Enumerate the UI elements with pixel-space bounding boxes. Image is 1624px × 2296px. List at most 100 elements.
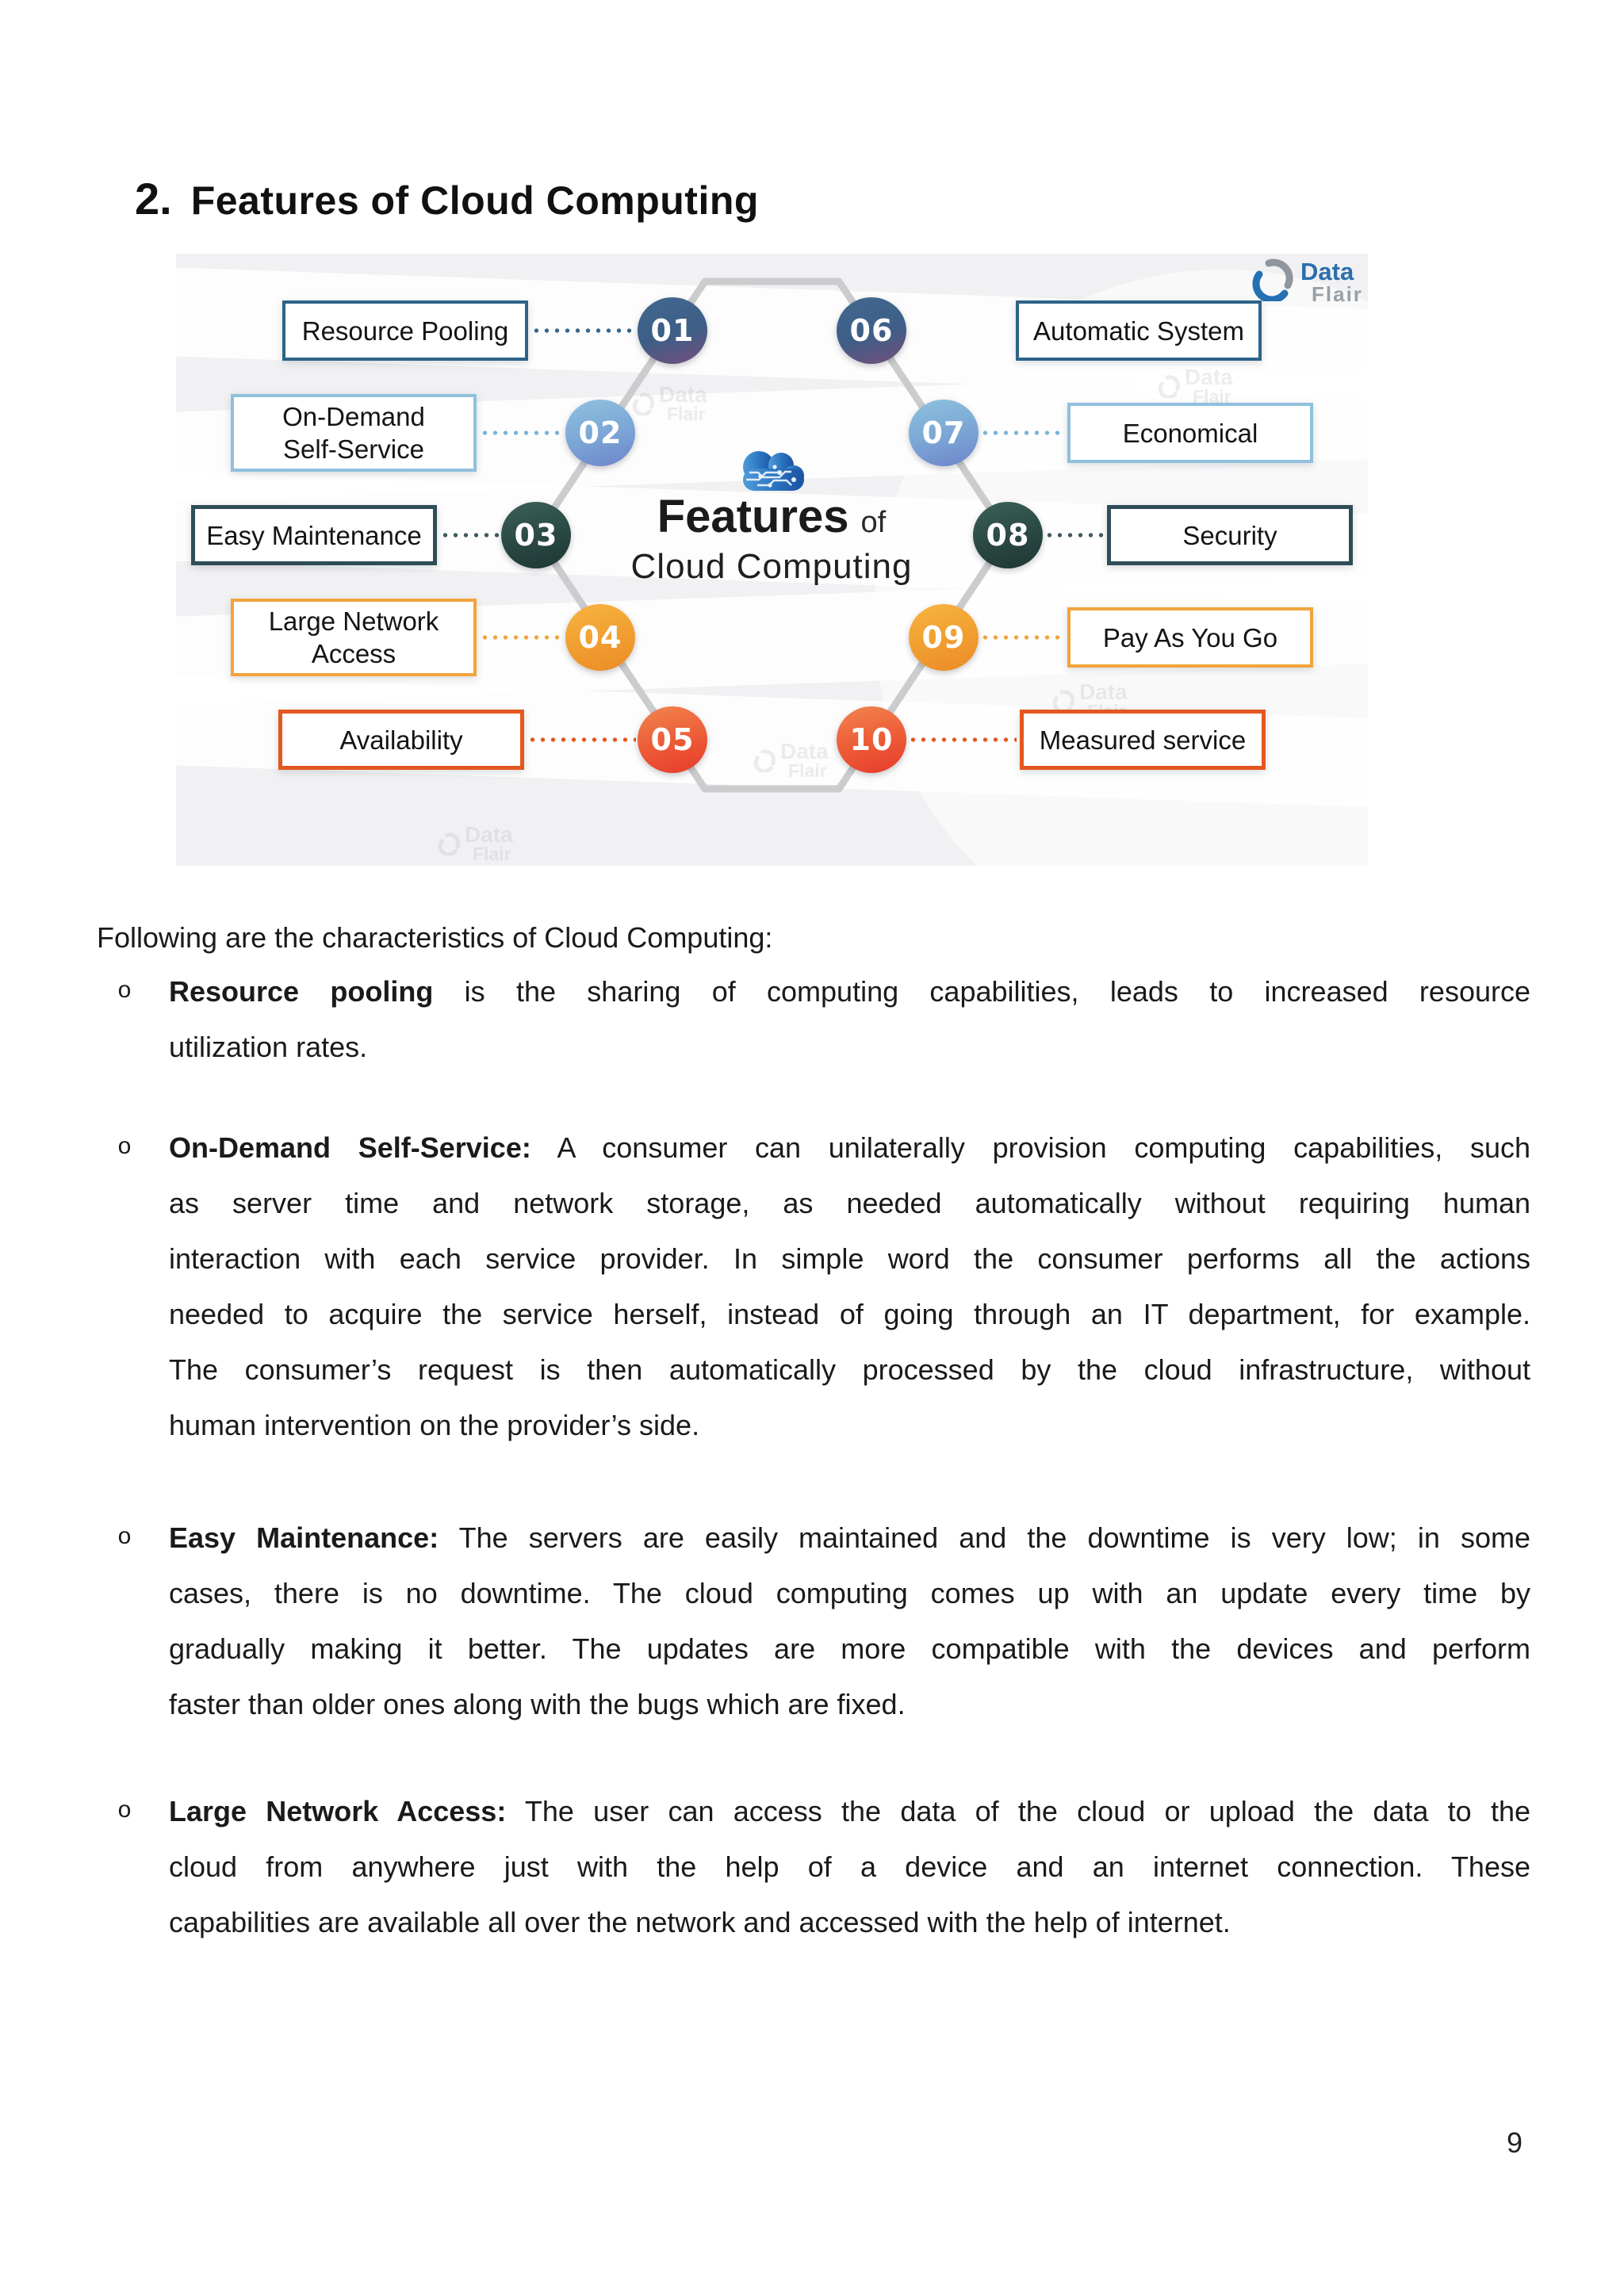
bullet-marker: o [117,1135,132,1161]
bullet-line: cases, there is no downtime. The cloud c… [169,1577,1530,1609]
feature-number-label: 08 [986,518,1030,553]
bullet-line: Large Network Access: The user can acces… [169,1795,1530,1827]
feature-box-label: Resource Pooling [301,316,509,346]
leader-line-03 [440,533,500,538]
feature-box-label: Easy Maintenance [206,520,422,550]
leader-line-02 [480,430,564,435]
feature-number-10: 10 [837,706,906,773]
bullet-line: human intervention on the provider’s sid… [169,1409,700,1441]
bullet-item: o Large Network Access: The user can acce… [117,1784,1530,1950]
brand-name-data: Data [1300,258,1354,285]
bullet-line: needed to acquire the service herself, i… [169,1298,1530,1330]
bullet-item: o Resource pooling is the sharing of comp… [117,964,1530,1075]
feature-number-03: 03 [501,502,571,568]
leader-line-01 [531,328,636,333]
bullet-item: o On-Demand Self-Service: A consumer can … [117,1120,1530,1453]
bullet-lead-bold: Large Network Access: [169,1795,507,1827]
bullet-lead-bold: Resource pooling [169,975,434,1008]
diagram-title-of: of [860,506,887,539]
bullet-lines: Easy Maintenance: The servers are easily… [169,1510,1530,1732]
feature-box-label: On-Demand [282,402,425,431]
bullet-line: The consumer’s request is then automatic… [169,1353,1530,1386]
heading-title: Features of Cloud Computing [190,178,759,223]
brand-name-flair: Flair [1312,282,1363,306]
bullet-line: utilization rates. [169,1031,368,1063]
bullet-line: On-Demand Self-Service: A consumer can u… [169,1131,1530,1164]
feature-number-label: 03 [514,518,558,553]
dataflair-swirl-icon [1252,258,1293,301]
feature-number-label: 09 [921,620,966,655]
feature-number-label: 02 [578,415,622,450]
cloud-features-infographic: Features of Cloud Computing Data Flair D… [176,254,1368,866]
feature-box-label: Availability [339,725,463,755]
feature-number-01: 01 [638,297,707,364]
feature-number-label: 06 [849,313,894,348]
bullet-line: capabilities are available all over the … [169,1906,1231,1938]
leader-line-09 [980,635,1064,640]
bullet-lead-bold: On-Demand Self-Service: [169,1131,531,1164]
bullet-lead-bold: Easy Maintenance: [169,1521,439,1554]
feature-number-04: 04 [565,604,635,671]
feature-box-economical: Economical [1067,403,1313,463]
feature-number-label: 10 [849,722,894,757]
feature-box-label: Measured service [1039,725,1247,755]
feature-number-05: 05 [638,706,707,773]
leader-line-05 [527,737,636,742]
bullet-lines: Resource pooling is the sharing of compu… [169,964,1530,1075]
bullet-line: faster than older ones along with the bu… [169,1688,906,1720]
page-number: 9 [1506,2126,1522,2159]
leader-line-10 [908,737,1017,742]
section-heading: 2. Features of Cloud Computing [135,173,759,224]
feature-number-02: 02 [565,400,635,466]
feature-box-label: Large Network [268,607,439,636]
diagram-title: Features of [534,490,1009,547]
bullet-marker: o [117,978,132,1005]
feature-box-automatic-system: Automatic System [1016,300,1262,361]
bullet-line: interaction with each service provider. … [169,1242,1530,1275]
bullet-line: cloud from anywhere just with the help o… [169,1850,1530,1883]
bullet-line: gradually making it better. The updates … [169,1632,1530,1665]
diagram-subtitle: Cloud Computing [630,547,913,586]
cloud-circuit-icon [743,451,804,491]
bullet-marker: o [117,1525,132,1552]
bullet-line: Resource pooling is the sharing of compu… [169,975,1530,1008]
diagram-title-main: Features [657,491,849,542]
leader-line-08 [1044,533,1104,538]
bullet-item: o Easy Maintenance: The servers are easil… [117,1510,1530,1732]
feature-box-pay-as-you-go: Pay As You Go [1067,607,1313,668]
feature-box-easy-maintenance: Easy Maintenance [191,505,437,565]
feature-number-label: 05 [650,722,695,757]
feature-box-label: Self-Service [283,434,424,464]
bullet-line: Easy Maintenance: The servers are easily… [169,1521,1530,1554]
feature-number-label: 04 [578,620,622,655]
bullet-marker: o [117,1798,132,1825]
feature-number-label: 01 [650,313,695,348]
feature-box-label: Pay As You Go [1102,622,1278,652]
bullet-line: as server time and network storage, as n… [169,1187,1530,1219]
bullet-lines: On-Demand Self-Service: A consumer can u… [169,1120,1530,1453]
heading-number: 2. [135,174,172,224]
feature-box-security: Security [1107,505,1353,565]
feature-box-availability: Availability [278,710,524,770]
feature-number-08: 08 [973,502,1043,568]
feature-box-resource-pooling: Resource Pooling [282,300,528,361]
dataflair-logo: Data Flair [1251,257,1363,304]
leader-line-07 [980,430,1064,435]
feature-box-label: Automatic System [1033,316,1244,346]
intro-line: Following are the characteristics of Clo… [97,921,773,954]
feature-number-06: 06 [837,297,906,364]
leader-line-04 [480,635,564,640]
bullet-lines: Large Network Access: The user can acces… [169,1784,1530,1950]
feature-box-label: Access [311,639,396,668]
feature-number-07: 07 [909,400,979,466]
feature-box-measured-service: Measured service [1020,710,1266,770]
feature-number-09: 09 [909,604,979,671]
feature-box-label: Security [1182,520,1277,550]
